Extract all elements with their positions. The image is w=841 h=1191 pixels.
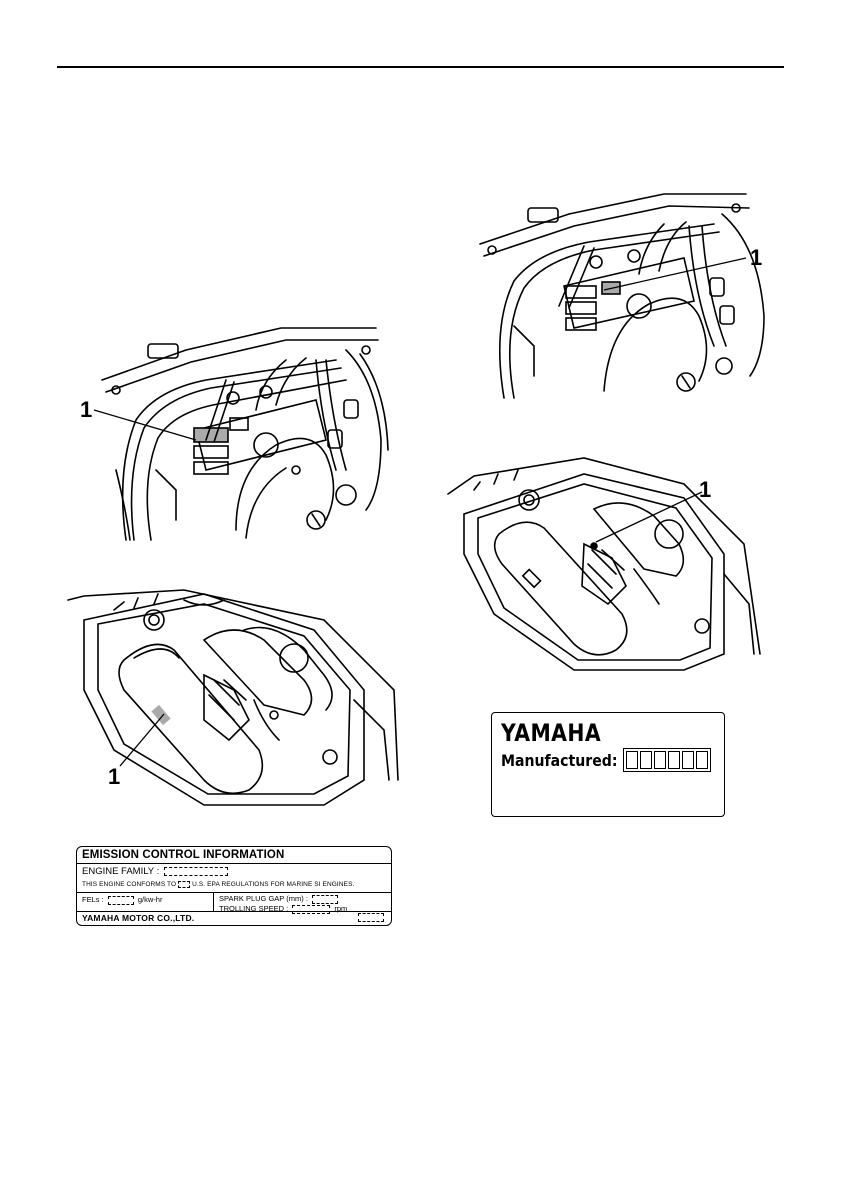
leader-line [600,254,750,294]
emission-control-label: EMISSION CONTROL INFORMATION ENGINE FAMI… [76,846,392,926]
digit-box [682,751,694,769]
divider [77,863,391,864]
fels-label: FELs : [82,895,104,904]
fels-row: FELs : g/kw-hr [82,895,162,905]
manufactured-label: Manufactured: [501,751,617,770]
digit-box [640,751,652,769]
blank-field [312,895,338,904]
engine-closeup-illustration-right [474,186,774,404]
digit-box [654,751,666,769]
leader-line [112,710,172,770]
blank-field [178,881,190,888]
leader-line [590,488,708,546]
digit-box [626,751,638,769]
header-rule [57,66,784,68]
divider [77,892,391,893]
leader-line [90,406,200,446]
callout-number: 1 [750,247,762,269]
conforms-row: THIS ENGINE CONFORMS TO U.S. EPA REGULATI… [82,881,354,888]
digit-box [668,751,680,769]
emission-label-title: EMISSION CONTROL INFORMATION [82,849,284,861]
blank-field [358,913,384,922]
spark-plug-label: SPARK PLUG GAP (mm) : [219,894,308,903]
conforms-prefix: THIS ENGINE CONFORMS TO [82,881,176,888]
brand-name: YAMAHA [501,719,601,747]
divider [213,892,214,911]
spark-plug-row: SPARK PLUG GAP (mm) : [219,894,340,904]
divider [77,911,391,912]
date-digit-boxes [623,748,711,772]
blank-field [108,896,134,905]
engine-family-label: ENGINE FAMILY : [82,866,159,877]
trolling-row: TROLLING SPEED : rpm [219,904,347,914]
digit-box [696,751,708,769]
engine-family-row: ENGINE FAMILY : [82,866,230,877]
blank-field [164,867,228,876]
manufacture-date-label: YAMAHA Manufactured: [491,712,725,817]
fels-unit: g/kw-hr [138,895,163,904]
conforms-suffix: U.S. EPA REGULATIONS FOR MARINE SI ENGIN… [192,881,354,888]
manufacturer-name: YAMAHA MOTOR CO.,LTD. [82,913,194,923]
blank-field [292,905,330,914]
